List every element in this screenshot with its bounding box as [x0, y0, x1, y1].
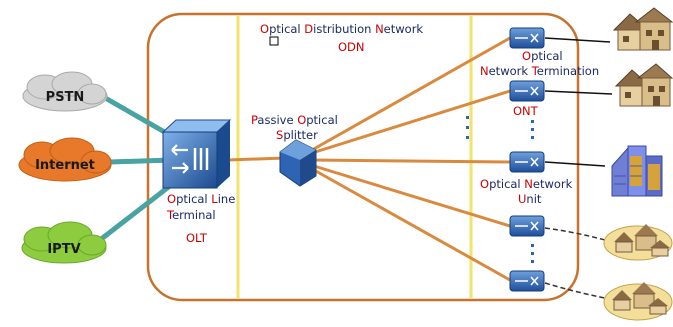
- drop-lines: [544, 37, 613, 167]
- splitter-caption-line1: Passive Optical: [251, 113, 338, 127]
- olt-caption-line2: Terminal: [166, 208, 216, 222]
- ont-device-4: [509, 215, 545, 237]
- onu-caption-line2: Unit: [518, 192, 542, 206]
- ont-caption-line2: Network Termination: [480, 64, 599, 78]
- internet-link: [109, 157, 173, 165]
- ont-device-icon: [509, 270, 545, 292]
- odn-boundary: [146, 12, 580, 302]
- fiber-bundle: [311, 36, 511, 282]
- cloud-pstn: PSTN: [22, 71, 108, 112]
- cloud-icon: [18, 137, 112, 182]
- splitter-caption-line2: Splitter: [276, 128, 318, 142]
- ont-device-icon: [509, 215, 545, 237]
- trunk-fiber: [227, 156, 286, 162]
- house-icon: [603, 282, 673, 321]
- ont-ellipsis-top: [531, 120, 534, 139]
- house-icon: [614, 63, 673, 107]
- iptv-label: IPTV: [47, 242, 80, 257]
- ont-device-1: [509, 27, 545, 49]
- ont-device-3: [509, 151, 545, 173]
- house-icon: [612, 7, 673, 51]
- office-building-icon: [611, 145, 663, 197]
- olt-device-icon: [161, 119, 232, 189]
- chain-links: [544, 227, 606, 299]
- ont-ellipsis-bottom: [531, 244, 534, 263]
- olt-abbr: OLT: [186, 231, 208, 245]
- house-icon: [603, 224, 673, 261]
- splitter-ellipsis: [466, 116, 469, 139]
- cursor-marker: [269, 36, 279, 46]
- ont-device-2: [509, 80, 545, 102]
- ont-device-icon: [509, 80, 545, 102]
- pstn-link: [98, 92, 177, 141]
- ont-device-5: [509, 270, 545, 292]
- onu-caption-line1: Optical Network: [480, 177, 573, 191]
- cloud-icon: [21, 221, 107, 264]
- odn-title: Optical Distribution Network: [260, 22, 423, 36]
- splitter-icon: [279, 139, 317, 187]
- odn-abbr: ODN: [338, 40, 365, 54]
- ont-caption-line1: Optical: [522, 49, 563, 63]
- ont-abbr: ONT: [513, 104, 539, 118]
- pstn-label: PSTN: [46, 90, 85, 105]
- ont-device-icon: [509, 151, 545, 173]
- cloud-iptv: IPTV: [21, 221, 107, 264]
- cloud-icon: [22, 71, 108, 112]
- internet-label: Internet: [35, 158, 95, 173]
- iptv-link: [98, 180, 177, 242]
- cloud-internet: Internet: [18, 137, 112, 182]
- ont-device-icon: [509, 27, 545, 49]
- olt-caption-line1: Optical Line: [167, 192, 235, 206]
